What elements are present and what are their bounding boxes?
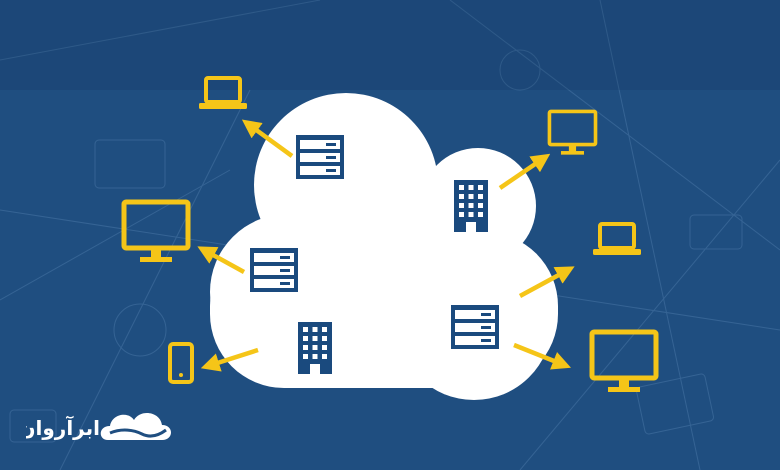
arrow: [513, 342, 572, 370]
monitor-icon: [547, 109, 598, 157]
arrow: [518, 266, 575, 298]
arrow: [200, 347, 259, 372]
arrow: [197, 246, 246, 274]
mobile-phone-icon: [168, 342, 194, 384]
brand-wordmark: ابرآروان: [26, 416, 100, 440]
server-rack-icon: [451, 305, 499, 349]
laptop-icon: [591, 222, 643, 257]
cloud-logo-icon: [100, 412, 171, 440]
server-rack-icon: [296, 135, 344, 179]
connection-arrows: [197, 119, 575, 372]
office-building-icon: [454, 180, 488, 232]
monitor-icon: [592, 332, 656, 392]
server-rack-icon: [250, 248, 298, 292]
monitor-icon: [124, 202, 188, 262]
office-building-icon: [298, 322, 332, 374]
cloud-shape: [210, 93, 558, 400]
arrow: [241, 119, 294, 158]
arrow: [498, 153, 551, 190]
